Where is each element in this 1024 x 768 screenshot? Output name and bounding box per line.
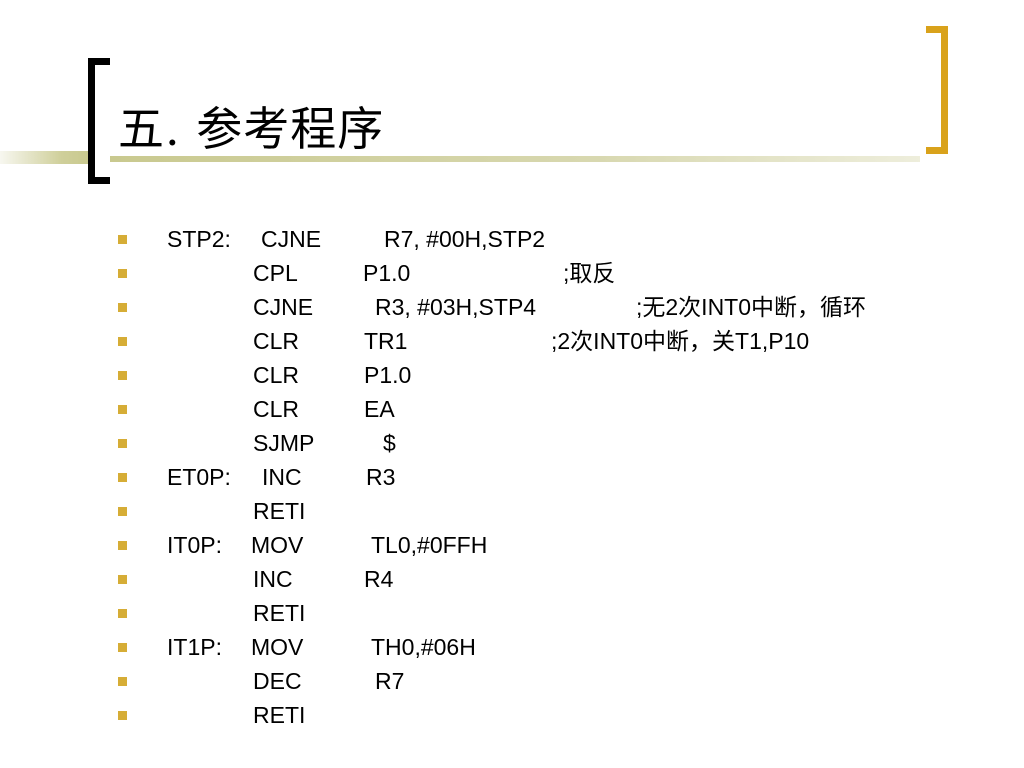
code-operands: R3	[366, 464, 396, 490]
title-underline-bar-right	[110, 156, 920, 162]
bullet-icon	[118, 609, 127, 618]
code-line: CLR P1.0	[0, 358, 1024, 392]
left-bracket-decoration	[88, 58, 110, 184]
code-line: CLR EA	[0, 392, 1024, 426]
code-line: INC R4	[0, 562, 1024, 596]
code-line: CLR TR1 ;2次INT0中断，关T1,P10	[0, 324, 1024, 358]
code-line: IT0P: MOV TL0,#0FFH	[0, 528, 1024, 562]
code-comment: ;2次INT0中断，关T1,P10	[551, 328, 810, 354]
code-op: CLR	[253, 328, 300, 354]
bullet-icon	[118, 711, 127, 720]
code-operands: TR1	[364, 328, 408, 354]
code-op: MOV	[251, 634, 304, 660]
right-bracket-decoration	[924, 26, 948, 154]
code-operands: R7	[375, 668, 405, 694]
bullet-icon	[118, 575, 127, 584]
bullet-icon	[118, 643, 127, 652]
bullet-icon	[118, 269, 127, 278]
code-line: STP2: CJNE R7, #00H,STP2	[0, 222, 1024, 256]
code-line: RETI	[0, 494, 1024, 528]
bullet-icon	[118, 405, 127, 414]
code-op: RETI	[253, 600, 306, 626]
bullet-icon	[118, 371, 127, 380]
code-comment: ;取反	[563, 260, 616, 286]
code-op: INC	[253, 566, 293, 592]
bullet-icon	[118, 677, 127, 686]
code-comment: ;无2次INT0中断，循环	[636, 294, 867, 320]
code-line: ET0P: INC R3	[0, 460, 1024, 494]
code-label: ET0P:	[167, 464, 231, 490]
code-operands: R4	[364, 566, 394, 592]
code-operands: P1.0	[363, 260, 411, 286]
code-operands: TH0,#06H	[371, 634, 476, 660]
code-operands: EA	[364, 396, 395, 422]
code-op: RETI	[253, 498, 306, 524]
bullet-icon	[118, 337, 127, 346]
code-op: MOV	[251, 532, 304, 558]
code-line: RETI	[0, 698, 1024, 732]
code-label: STP2:	[167, 226, 231, 252]
title-underline-bar-left	[0, 151, 88, 164]
code-line: CJNE R3, #03H,STP4 ;无2次INT0中断，循环	[0, 290, 1024, 324]
bullet-icon	[118, 541, 127, 550]
slide-title: 五. 参考程序	[118, 102, 385, 156]
bullet-icon	[118, 303, 127, 312]
code-op: RETI	[253, 702, 306, 728]
code-operands: $	[383, 430, 396, 456]
code-operands: P1.0	[364, 362, 412, 388]
bullet-icon	[118, 473, 127, 482]
code-line: RETI	[0, 596, 1024, 630]
code-op: DEC	[253, 668, 302, 694]
code-op: SJMP	[253, 430, 315, 456]
code-operands: TL0,#0FFH	[371, 532, 488, 558]
code-operands: R3, #03H,STP4	[375, 294, 537, 320]
bullet-icon	[118, 439, 127, 448]
bullet-icon	[118, 507, 127, 516]
code-line: IT1P: MOV TH0,#06H	[0, 630, 1024, 664]
code-label: IT0P:	[167, 532, 222, 558]
code-line: SJMP $	[0, 426, 1024, 460]
code-label: IT1P:	[167, 634, 222, 660]
code-op: CJNE	[253, 294, 314, 320]
code-op: CPL	[253, 260, 298, 286]
code-op: CLR	[253, 396, 300, 422]
code-line: CPL P1.0 ;取反	[0, 256, 1024, 290]
code-listing: STP2: CJNE R7, #00H,STP2 CPL P1.0 ;取反 CJ…	[0, 222, 1024, 732]
code-op: INC	[262, 464, 302, 490]
code-op: CLR	[253, 362, 300, 388]
code-line: DEC R7	[0, 664, 1024, 698]
code-op: CJNE	[261, 226, 322, 252]
bullet-icon	[118, 235, 127, 244]
code-operands: R7, #00H,STP2	[384, 226, 546, 252]
